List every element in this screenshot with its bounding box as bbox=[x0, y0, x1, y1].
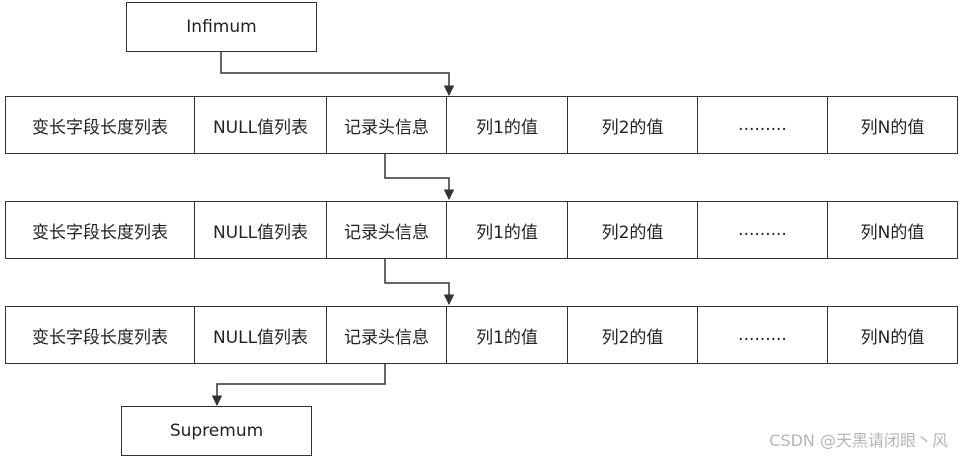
column-1-value-cell: 列1的值 bbox=[447, 307, 568, 363]
cell-label: NULL值列表 bbox=[212, 222, 309, 243]
cell-label: 变长字段长度列表 bbox=[32, 117, 168, 138]
cell-label: 列N的值 bbox=[860, 327, 925, 348]
ellipsis-cell: ......... bbox=[698, 202, 828, 258]
cell-label: 记录头信息 bbox=[344, 222, 429, 243]
infimum-box: Infimum bbox=[126, 2, 317, 52]
cell-label: 列1的值 bbox=[476, 117, 538, 138]
record-header-cell: 记录头信息 bbox=[327, 202, 447, 258]
null-value-list-cell: NULL值列表 bbox=[195, 307, 327, 363]
arrow-infimum-to-row-1 bbox=[220, 52, 455, 97]
cell-label: 列2的值 bbox=[601, 117, 664, 138]
record-header-cell: 记录头信息 bbox=[327, 97, 447, 153]
null-value-list-cell: NULL值列表 bbox=[195, 202, 327, 258]
column-n-value-cell: 列N的值 bbox=[828, 202, 957, 258]
cell-label: 列2的值 bbox=[601, 222, 664, 243]
cell-label: 列1的值 bbox=[476, 222, 538, 243]
cell-label: 列N的值 bbox=[860, 117, 925, 138]
cell-label: NULL值列表 bbox=[212, 117, 309, 138]
infimum-label: Infimum bbox=[186, 17, 257, 37]
variable-length-field-list-cell: 变长字段长度列表 bbox=[6, 97, 195, 153]
arrow-row-1-to-row-2 bbox=[384, 154, 455, 201]
column-1-value-cell: 列1的值 bbox=[447, 202, 568, 258]
cell-label: NULL值列表 bbox=[212, 327, 309, 348]
variable-length-field-list-cell: 变长字段长度列表 bbox=[6, 202, 195, 258]
variable-length-field-list-cell: 变长字段长度列表 bbox=[6, 307, 195, 363]
record-header-cell: 记录头信息 bbox=[327, 307, 447, 363]
column-n-value-cell: 列N的值 bbox=[828, 97, 957, 153]
record-row-3: 变长字段长度列表 NULL值列表 记录头信息 列1的值 列2的值 .......… bbox=[5, 306, 958, 364]
cell-label: 变长字段长度列表 bbox=[32, 327, 168, 348]
cell-label: 列N的值 bbox=[860, 222, 925, 243]
ellipsis-cell: ......... bbox=[698, 97, 828, 153]
record-row-1: 变长字段长度列表 NULL值列表 记录头信息 列1的值 列2的值 .......… bbox=[5, 96, 958, 154]
cell-label: ......... bbox=[738, 220, 787, 240]
supremum-label: Supremum bbox=[169, 421, 264, 441]
arrow-row-2-to-row-3 bbox=[384, 259, 455, 306]
column-2-value-cell: 列2的值 bbox=[568, 97, 698, 153]
column-n-value-cell: 列N的值 bbox=[828, 307, 957, 363]
cell-label: 列2的值 bbox=[601, 327, 664, 348]
cell-label: 记录头信息 bbox=[344, 327, 429, 348]
arrow-row-3-to-supremum bbox=[211, 363, 386, 407]
cell-label: 列1的值 bbox=[476, 327, 538, 348]
supremum-box: Supremum bbox=[121, 406, 312, 456]
column-2-value-cell: 列2的值 bbox=[568, 202, 698, 258]
cell-label: ......... bbox=[738, 115, 787, 135]
cell-label: 记录头信息 bbox=[344, 117, 429, 138]
null-value-list-cell: NULL值列表 bbox=[195, 97, 327, 153]
cell-label: ......... bbox=[738, 325, 787, 345]
cell-label: 变长字段长度列表 bbox=[32, 222, 168, 243]
ellipsis-cell: ......... bbox=[698, 307, 828, 363]
column-1-value-cell: 列1的值 bbox=[447, 97, 568, 153]
column-2-value-cell: 列2的值 bbox=[568, 307, 698, 363]
record-row-2: 变长字段长度列表 NULL值列表 记录头信息 列1的值 列2的值 .......… bbox=[5, 201, 958, 259]
watermark: CSDN @天黑请闭眼丶风 bbox=[769, 431, 948, 450]
